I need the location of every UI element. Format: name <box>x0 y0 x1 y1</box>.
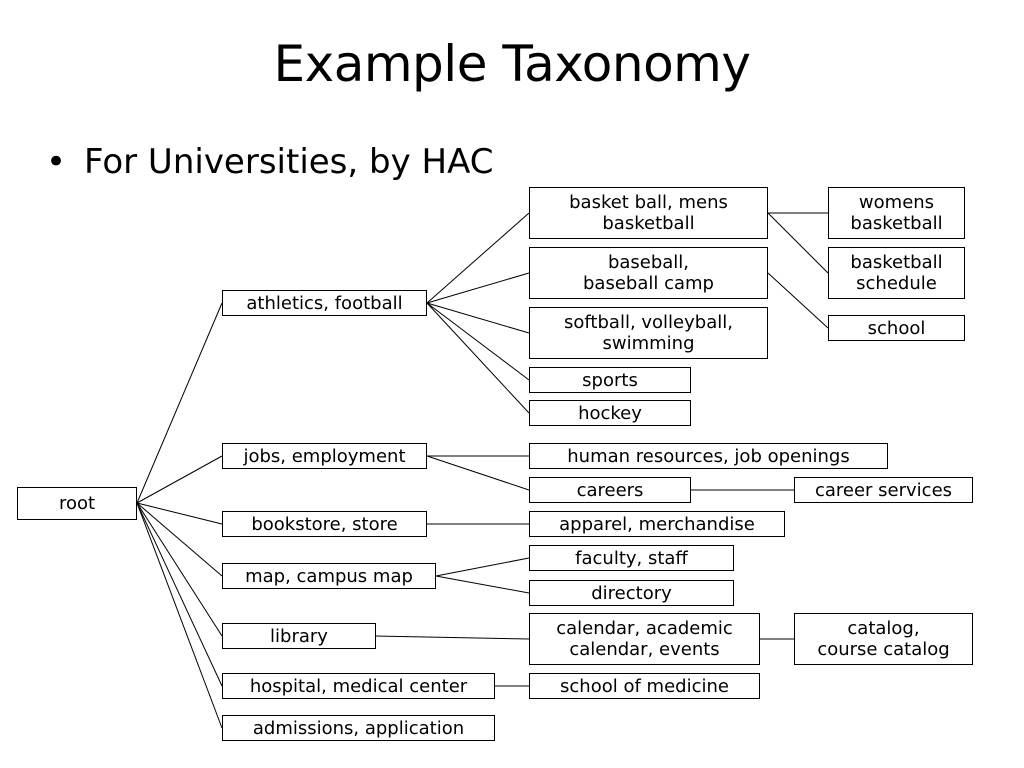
edge-map-faculty <box>435 557 530 577</box>
bullet-text: For Universities, by HAC <box>84 142 494 182</box>
edge-athletics-sports <box>426 302 530 381</box>
node-womens-basketball: womens basketball <box>828 187 965 239</box>
node-school: school <box>828 315 965 341</box>
edge-athletics-hockey <box>426 302 530 414</box>
node-library: library <box>222 623 376 649</box>
edge-map-directory <box>435 575 530 594</box>
node-apparel-merchandise: apparel, merchandise <box>529 511 785 537</box>
edge-basketball-bbschedule <box>767 212 829 274</box>
edge-root-bookstore <box>136 502 223 525</box>
node-bookstore-store: bookstore, store <box>222 511 427 537</box>
edge-root-athletics <box>136 302 223 504</box>
edge-root-map <box>136 502 223 577</box>
edge-baseball-school <box>767 272 829 329</box>
node-admissions-application: admissions, application <box>222 715 495 741</box>
node-softball-volleyball: softball, volleyball, swimming <box>529 307 768 359</box>
edge-root-hospital <box>136 502 223 687</box>
node-course-catalog: catalog, course catalog <box>794 613 973 665</box>
edge-root-library <box>136 502 223 637</box>
edge-athletics-baseball <box>426 272 530 304</box>
edge-athletics-basketball <box>426 212 530 304</box>
edge-jobs-careers <box>426 455 530 491</box>
node-hospital-medical-center: hospital, medical center <box>222 673 495 699</box>
node-calendar-events: calendar, academic calendar, events <box>529 613 760 665</box>
node-careers: careers <box>529 477 691 503</box>
node-jobs-employment: jobs, employment <box>222 443 427 469</box>
node-baseball-camp: baseball, baseball camp <box>529 247 768 299</box>
edge-library-calendar <box>375 635 530 640</box>
node-school-of-medicine: school of medicine <box>529 673 760 699</box>
node-root: root <box>17 487 137 520</box>
bullet-item: • For Universities, by HAC <box>46 140 494 184</box>
node-career-services: career services <box>794 477 973 503</box>
node-sports: sports <box>529 367 691 393</box>
node-map-campus-map: map, campus map <box>222 563 436 589</box>
slide-title: Example Taxonomy <box>273 35 751 93</box>
bullet-glyph: • <box>46 142 67 182</box>
node-basketball-mens: basket ball, mens basketball <box>529 187 768 239</box>
node-basketball-schedule: basketball schedule <box>828 247 965 299</box>
edge-root-jobs <box>136 455 223 504</box>
node-athletics-football: athletics, football <box>222 290 427 316</box>
edge-root-admissions <box>136 502 223 729</box>
edge-athletics-softball <box>426 302 530 334</box>
node-human-resources: human resources, job openings <box>529 443 888 469</box>
node-directory: directory <box>529 580 734 606</box>
node-hockey: hockey <box>529 400 691 426</box>
node-faculty-staff: faculty, staff <box>529 545 734 571</box>
